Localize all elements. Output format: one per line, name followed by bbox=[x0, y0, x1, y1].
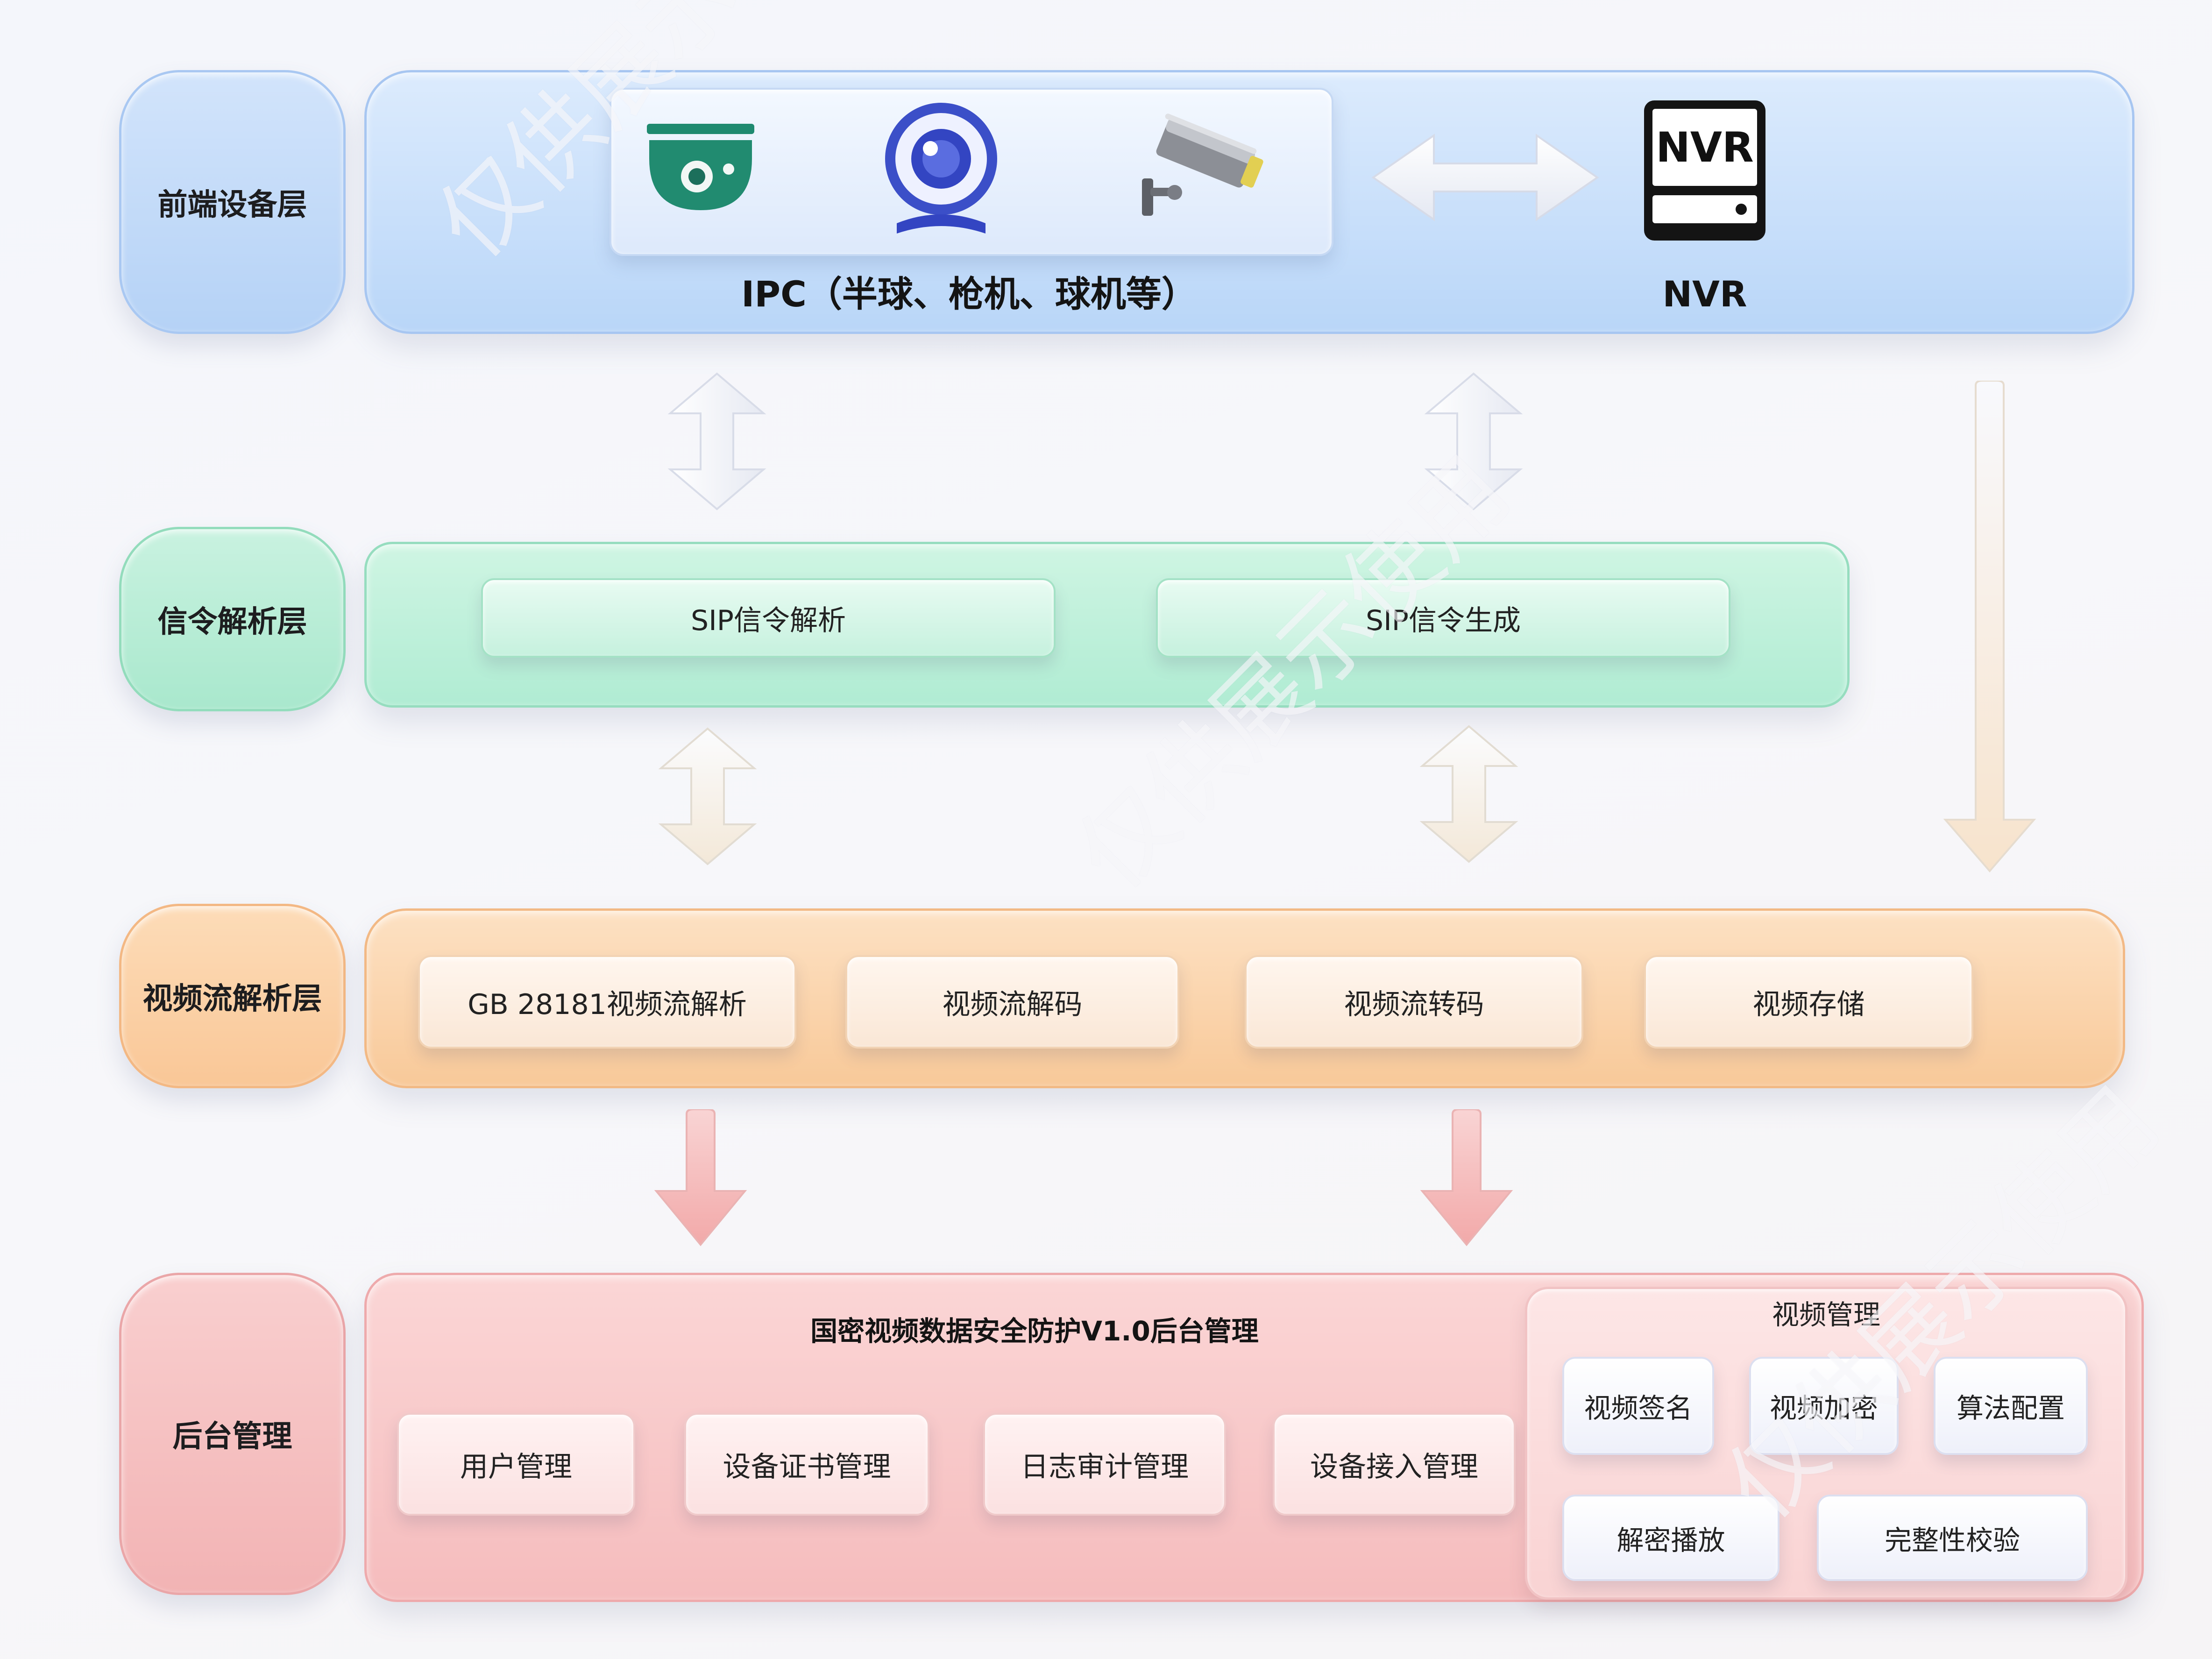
sip-generate-label: SIP信令生成 bbox=[1366, 604, 1521, 637]
signal-layer-label-text: 信令解析层 bbox=[157, 604, 307, 639]
dome-camera-icon bbox=[647, 124, 754, 210]
backend-title: 国密视频数据安全防护V1.0后台管理 bbox=[810, 1315, 1259, 1347]
video-encrypt-label: 视频加密 bbox=[1769, 1392, 1878, 1424]
user-mgmt-label: 用户管理 bbox=[460, 1450, 572, 1483]
front-layer-label: 前端设备层 bbox=[119, 70, 346, 334]
integrity-check-button[interactable]: 完整性校验 bbox=[1817, 1495, 2088, 1581]
video-decode-label: 视频流解码 bbox=[942, 988, 1083, 1021]
vertical-double-arrow-icon bbox=[658, 727, 757, 865]
decrypt-play-button[interactable]: 解密播放 bbox=[1562, 1495, 1780, 1581]
log-audit-mgmt-button[interactable]: 日志审计管理 bbox=[983, 1413, 1226, 1516]
sip-generate-box: SIP信令生成 bbox=[1156, 578, 1730, 658]
video-mgmt-title: 视频管理 bbox=[1772, 1299, 1880, 1331]
log-audit-mgmt-label: 日志审计管理 bbox=[1021, 1450, 1189, 1483]
algorithm-config-label: 算法配置 bbox=[1956, 1392, 2065, 1424]
device-cert-mgmt-button[interactable]: 设备证书管理 bbox=[684, 1413, 929, 1516]
ipc-caption: IPC（半球、枪机、球机等） bbox=[741, 273, 1197, 315]
nvr-caption: NVR bbox=[1662, 273, 1747, 315]
bullet-camera-icon bbox=[1142, 113, 1263, 216]
sip-parse-box: SIP信令解析 bbox=[481, 578, 1056, 658]
double-arrow-icon bbox=[1371, 134, 1599, 221]
user-mgmt-button[interactable]: 用户管理 bbox=[397, 1413, 635, 1516]
video-sign-button[interactable]: 视频签名 bbox=[1562, 1357, 1714, 1455]
vertical-double-arrow-icon bbox=[1424, 372, 1523, 510]
vertical-double-arrow-icon bbox=[1419, 725, 1518, 863]
nvr-icon: NVR bbox=[1644, 100, 1765, 241]
video-storage-box: 视频存储 bbox=[1644, 955, 1973, 1049]
nvr-icon-screen: NVR bbox=[1652, 109, 1757, 186]
down-arrow-icon bbox=[1943, 381, 2036, 873]
webcam-icon bbox=[885, 103, 997, 234]
backend-layer-label-text: 后台管理 bbox=[172, 1419, 292, 1454]
device-access-mgmt-label: 设备接入管理 bbox=[1310, 1450, 1478, 1483]
device-access-mgmt-button[interactable]: 设备接入管理 bbox=[1273, 1413, 1516, 1516]
video-layer-label-text: 视频流解析层 bbox=[142, 981, 322, 1016]
decrypt-play-label: 解密播放 bbox=[1616, 1524, 1725, 1556]
video-transcode-box: 视频流转码 bbox=[1245, 955, 1583, 1049]
nvr-icon-text: NVR bbox=[1656, 123, 1754, 171]
signal-layer-label: 信令解析层 bbox=[119, 527, 346, 711]
device-cert-mgmt-label: 设备证书管理 bbox=[723, 1450, 891, 1483]
front-layer-label-text: 前端设备层 bbox=[157, 187, 307, 222]
sip-parse-label: SIP信令解析 bbox=[691, 604, 846, 637]
video-transcode-label: 视频流转码 bbox=[1344, 988, 1484, 1021]
vertical-double-arrow-icon bbox=[667, 372, 766, 510]
video-sign-label: 视频签名 bbox=[1584, 1392, 1693, 1424]
video-decode-box: 视频流解码 bbox=[845, 955, 1179, 1049]
algorithm-config-button[interactable]: 算法配置 bbox=[1934, 1357, 2088, 1455]
video-storage-label: 视频存储 bbox=[1752, 988, 1865, 1021]
video-encrypt-button[interactable]: 视频加密 bbox=[1749, 1357, 1899, 1455]
gb28181-parse-box: GB 28181视频流解析 bbox=[418, 955, 796, 1049]
gb28181-parse-label: GB 28181视频流解析 bbox=[468, 988, 747, 1021]
down-arrow-icon bbox=[1420, 1109, 1513, 1247]
video-layer-label: 视频流解析层 bbox=[119, 904, 346, 1088]
nvr-icon-slot bbox=[1652, 195, 1757, 223]
backend-layer-label: 后台管理 bbox=[119, 1273, 346, 1595]
down-arrow-icon bbox=[654, 1109, 747, 1247]
integrity-check-label: 完整性校验 bbox=[1884, 1524, 2020, 1556]
